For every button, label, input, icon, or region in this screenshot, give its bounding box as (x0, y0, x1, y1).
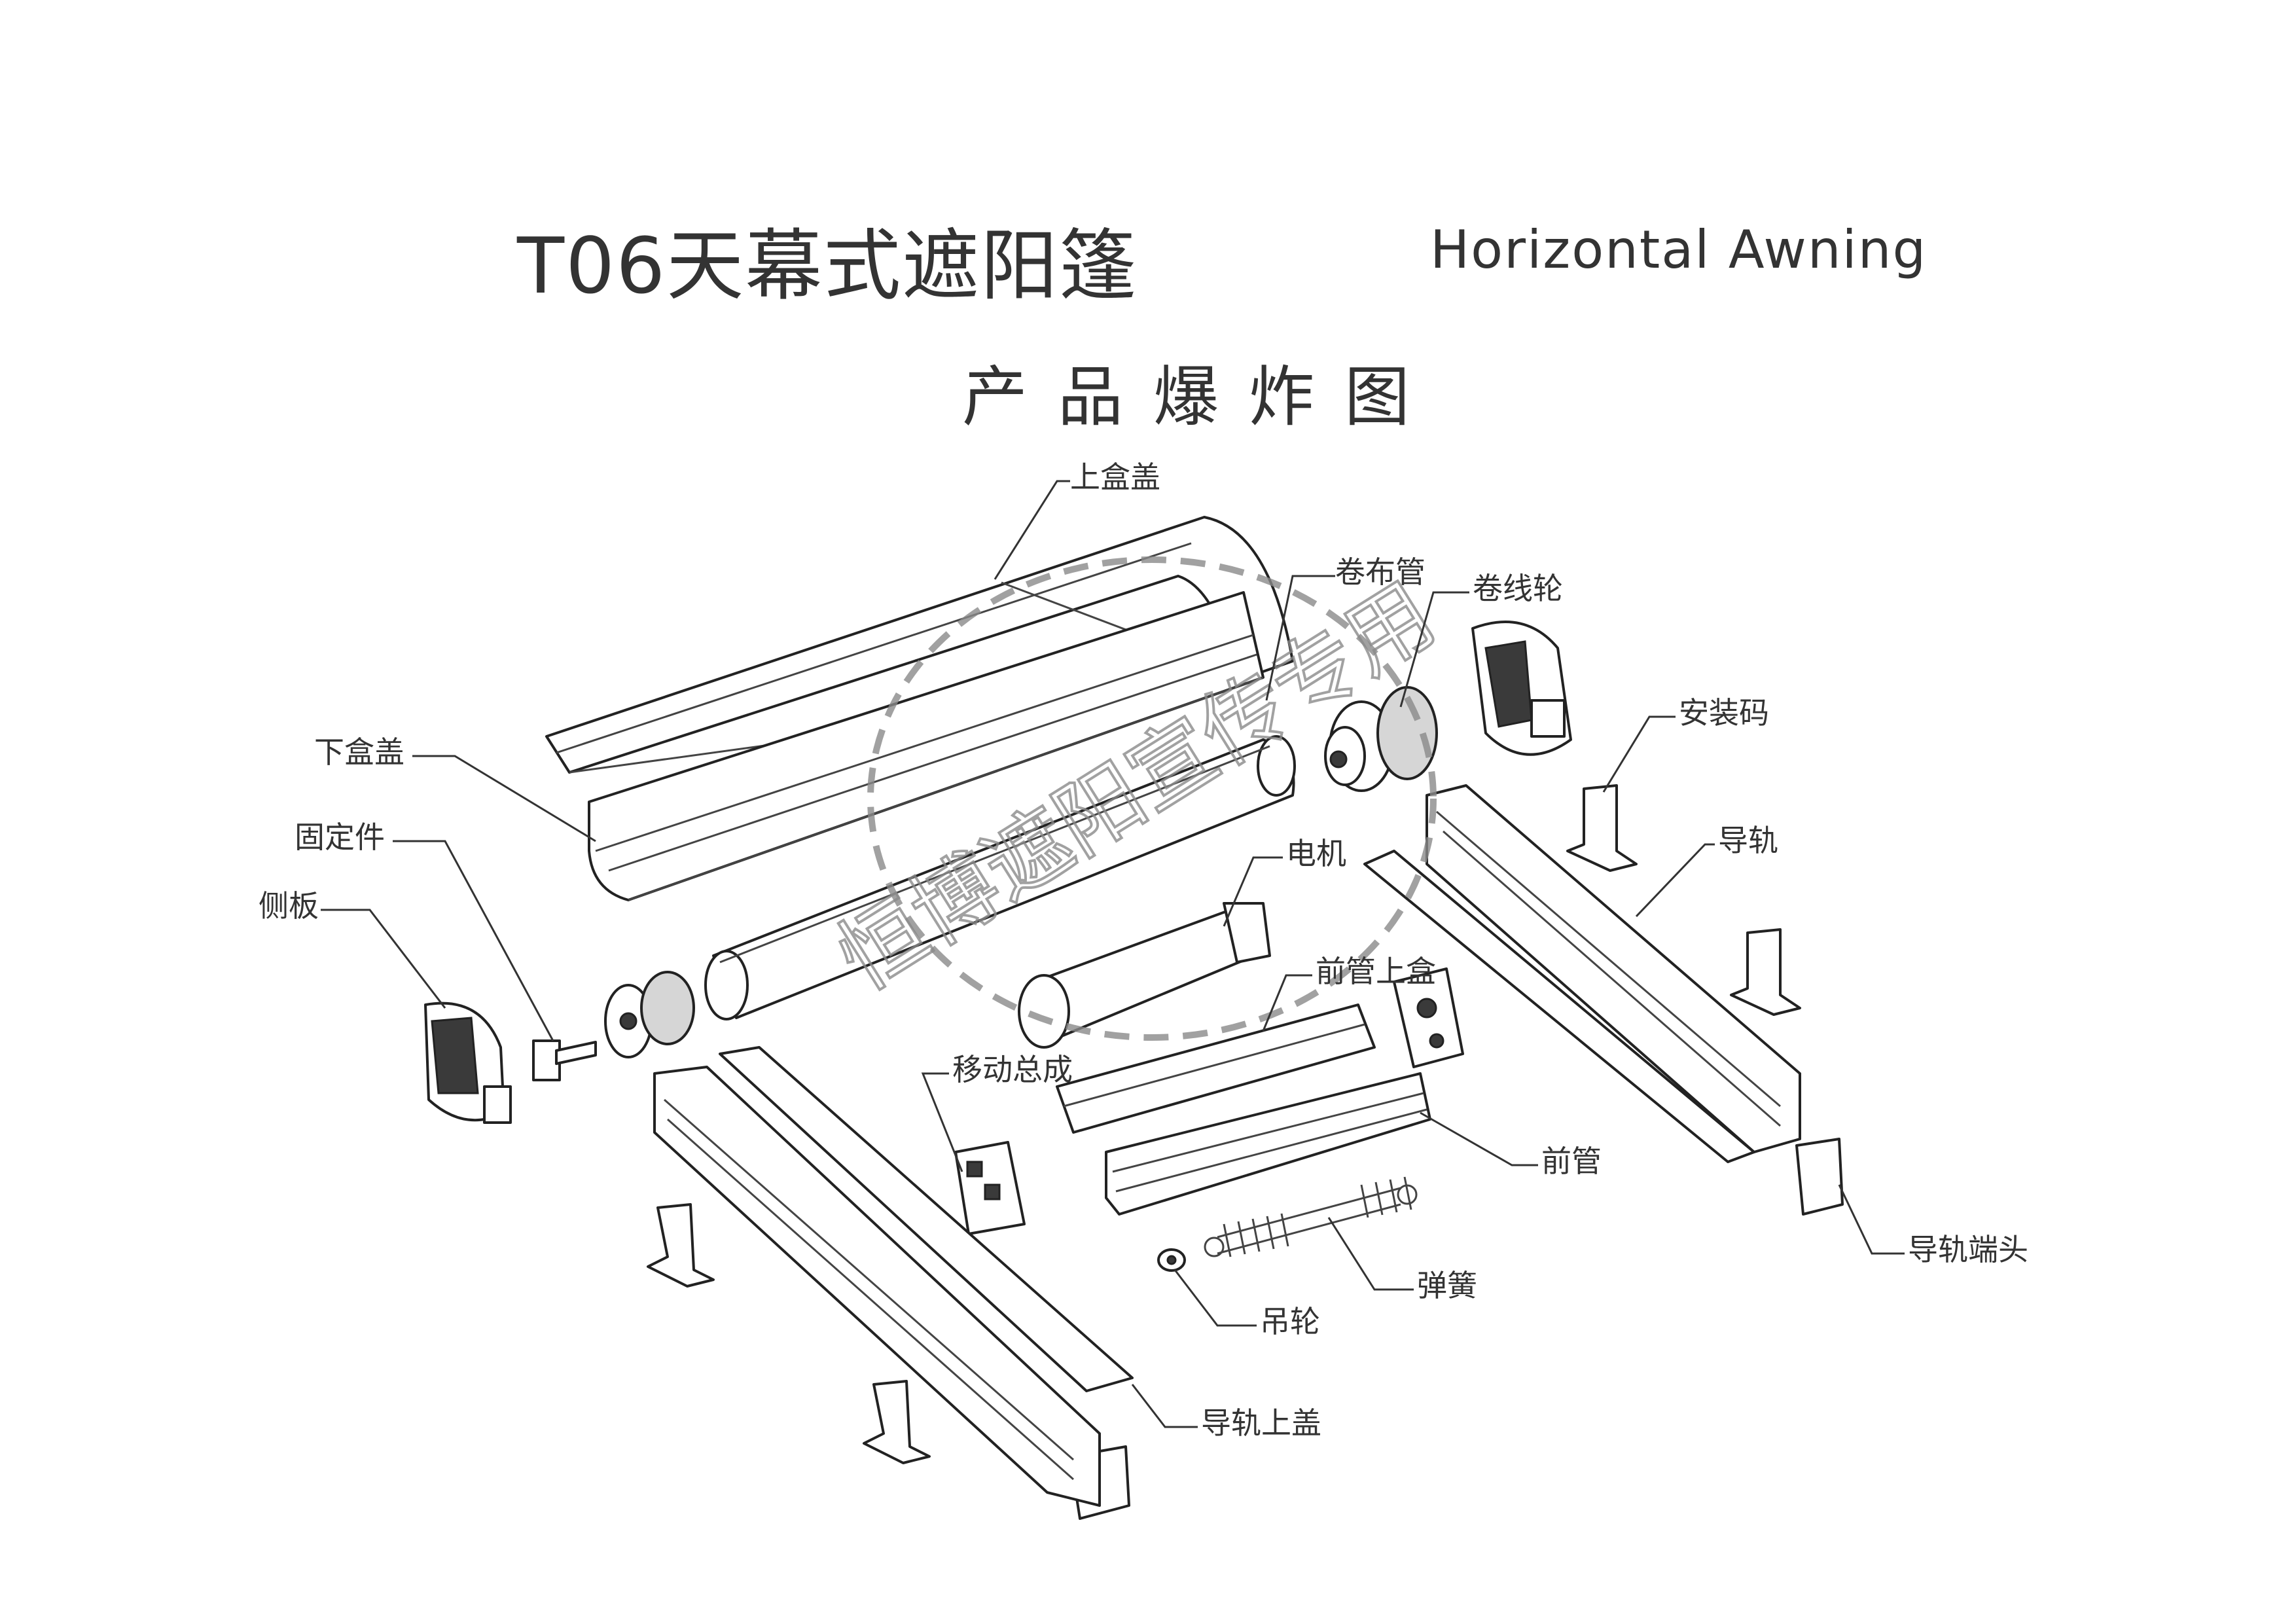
front-tube-part (1105, 1072, 1431, 1216)
label-roller-tube: 卷布管 (1335, 554, 1426, 590)
page-subtitle: 产品爆炸图 (962, 359, 1440, 435)
label-mounting-bracket: 安装码 (1679, 695, 1769, 731)
label-fixing-part: 固定件 (295, 820, 385, 855)
label-pulley: 吊轮 (1260, 1304, 1320, 1339)
motor-part (1018, 902, 1271, 1049)
label-front-tube-top-box: 前管上盒 (1316, 954, 1436, 989)
cord-wheel-part (1324, 686, 1438, 792)
left-side-plate-part (424, 1001, 512, 1124)
spring-part (1204, 1176, 1418, 1257)
label-top-box-cover: 上盒盖 (1070, 460, 1160, 495)
page-title: T06天幕式遮阳篷 (517, 221, 1138, 311)
bottom-box-cover-part (588, 591, 1265, 901)
label-motor: 电机 (1286, 836, 1346, 871)
front-tube-end-plate-part (1393, 967, 1464, 1068)
label-rail-end-cap: 导轨端头 (1908, 1232, 2028, 1267)
page-title-english: Horizontal Awning (1430, 219, 1928, 280)
fixing-part-part (532, 1039, 597, 1081)
roller-tube-part (704, 735, 1296, 1020)
label-moving-assembly: 移动总成 (952, 1052, 1073, 1087)
left-guide-rail-part (653, 1066, 1101, 1507)
right-side-plate-part (1471, 621, 1572, 756)
label-side-plate: 侧板 (259, 888, 319, 924)
label-guide-rail: 导轨 (1718, 823, 1778, 858)
label-cord-wheel: 卷线轮 (1473, 571, 1563, 606)
label-rail-top-cover: 导轨上盖 (1201, 1405, 1321, 1441)
rail-top-cover-part (719, 1046, 1134, 1392)
moving-assembly-part (954, 1141, 1026, 1235)
rail-end-cap-part (1069, 1138, 1844, 1520)
leader-lines (321, 480, 1905, 1428)
left-end-plug-part (604, 971, 695, 1058)
label-front-tube: 前管 (1541, 1144, 1602, 1179)
label-bottom-box-cover: 下盒盖 (314, 734, 404, 770)
left-mounting-bracket-part (647, 1203, 931, 1464)
label-spring: 弹簧 (1417, 1268, 1477, 1303)
front-tube-top-box-part (1056, 1003, 1376, 1134)
mounting-bracket-part (1566, 784, 1801, 1016)
right-guide-rail-part (1363, 784, 1801, 1163)
pulley-part (1157, 1248, 1186, 1272)
